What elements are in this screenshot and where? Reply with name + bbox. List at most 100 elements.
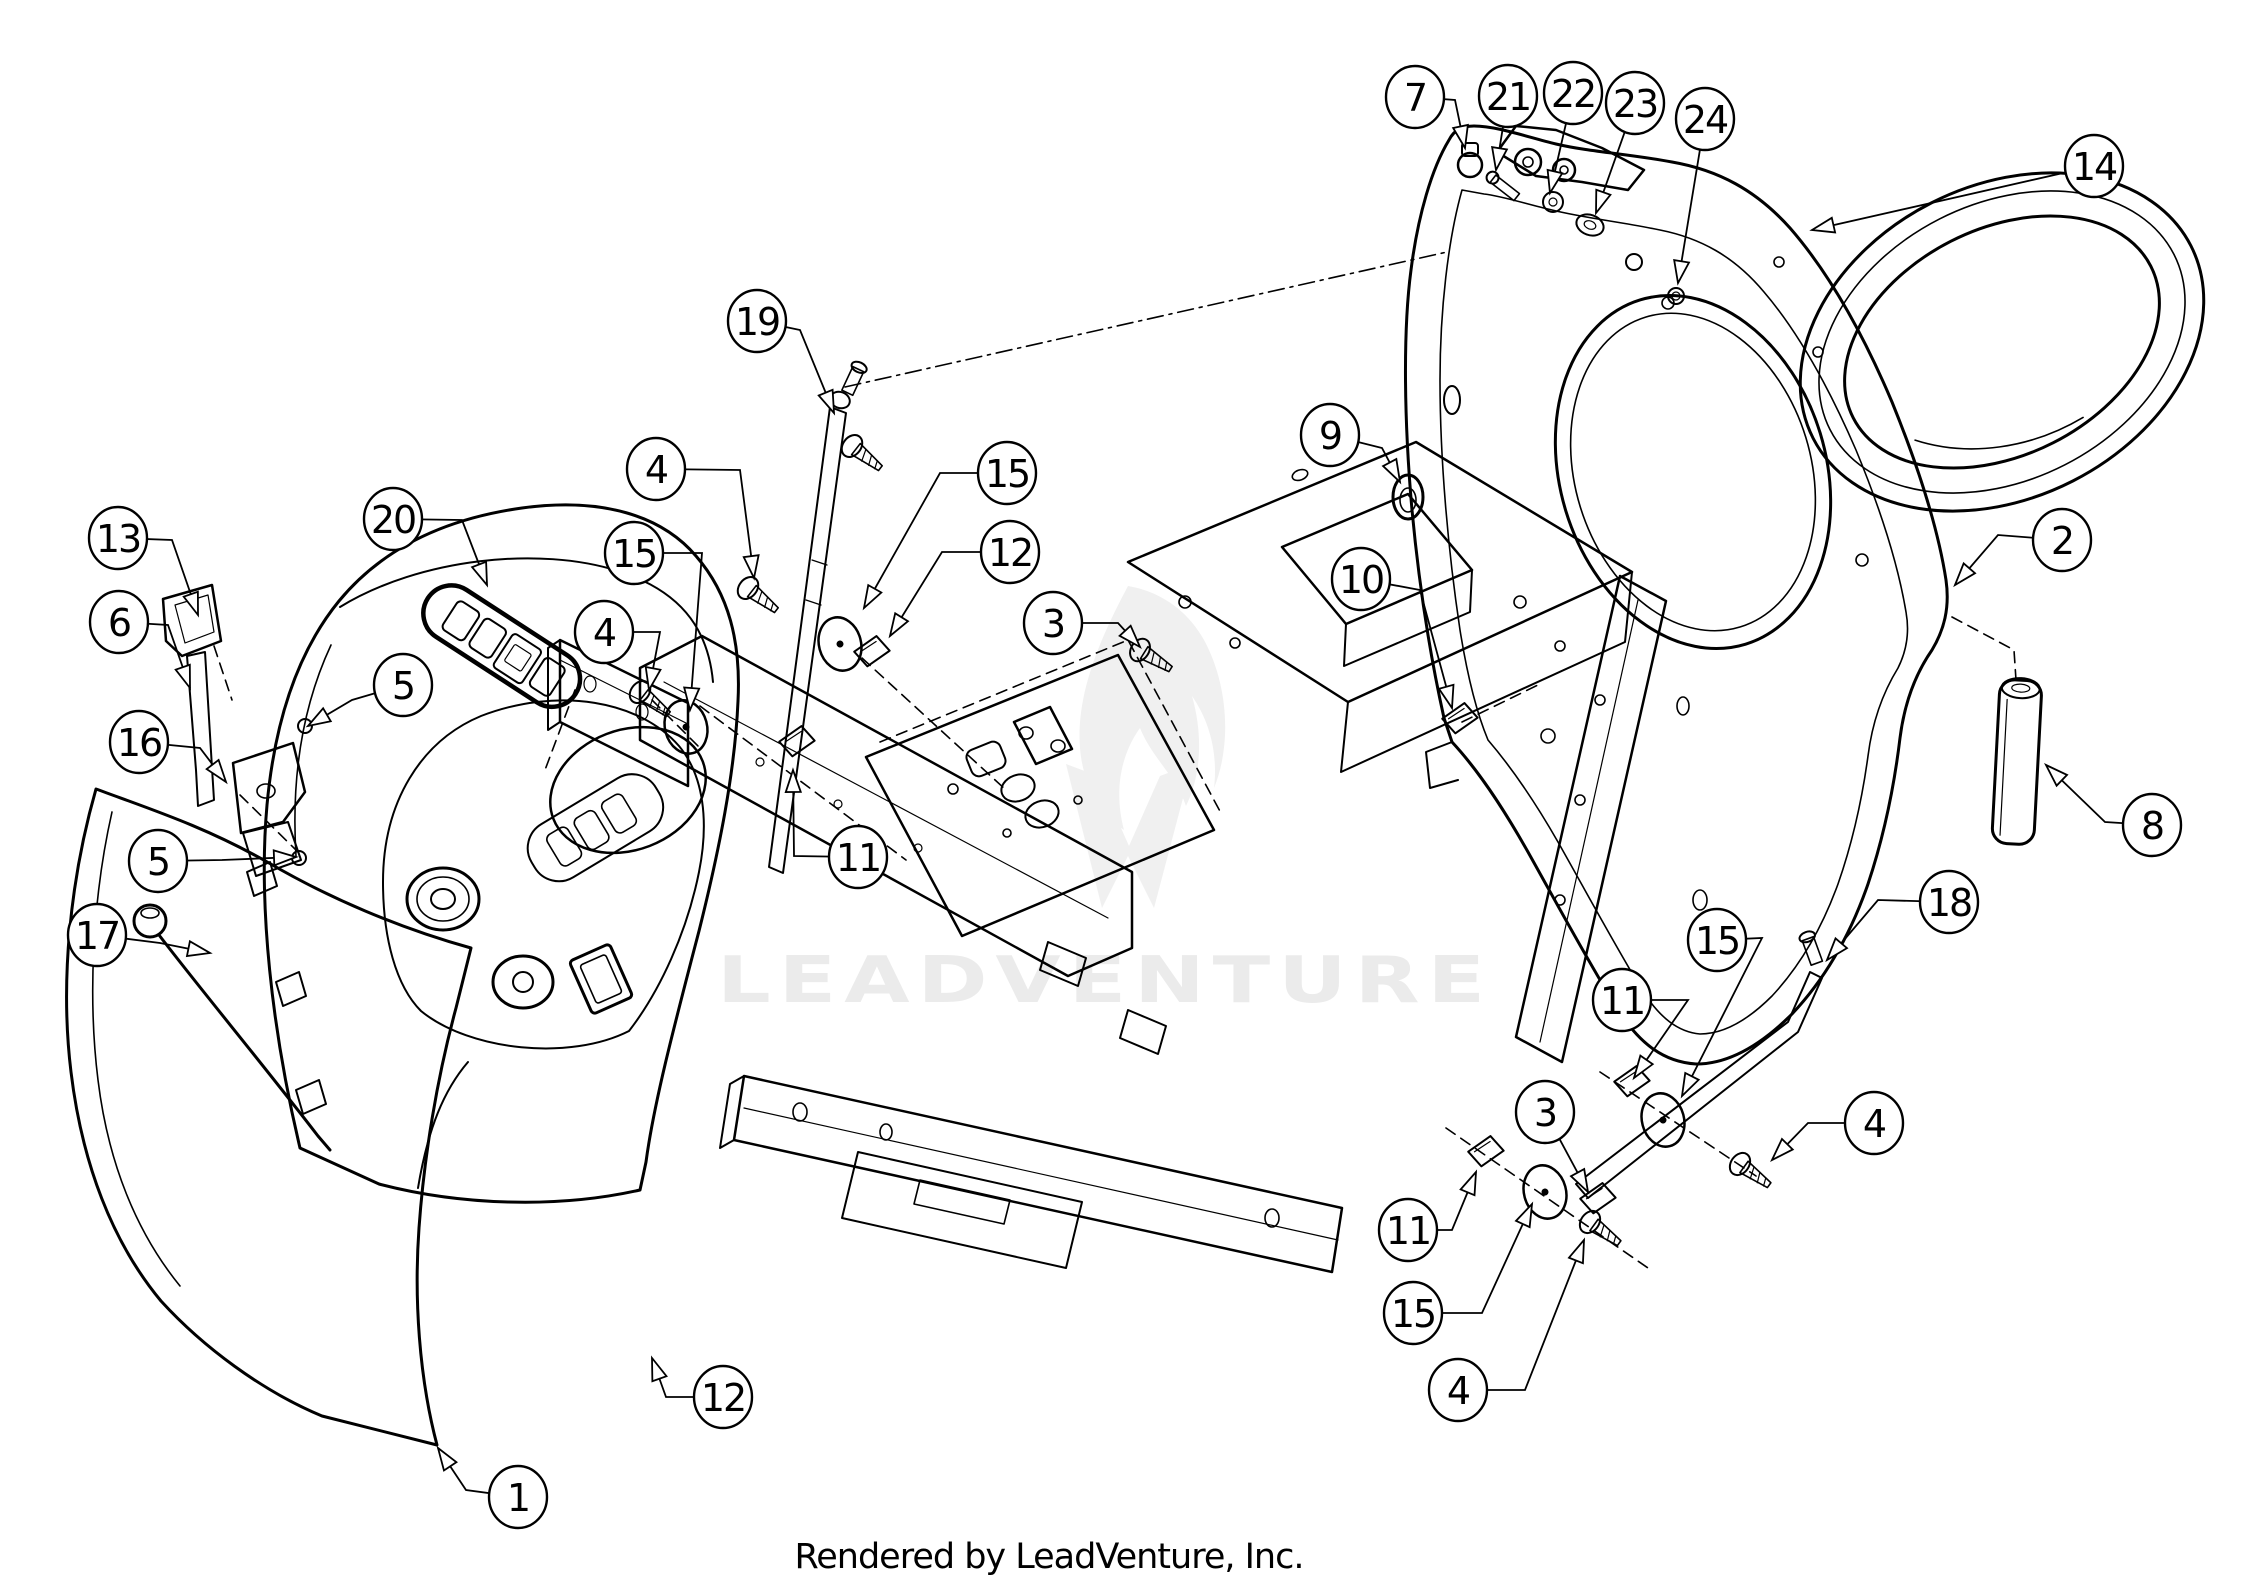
callout-balloon-7-0[interactable]: 7 [1384, 64, 1446, 130]
balloon-circle[interactable] [127, 828, 189, 894]
callout-balloon-11-30[interactable]: 11 [1377, 1197, 1439, 1263]
steering-wheel-artwork [1798, 171, 2206, 513]
balloon-circle[interactable] [625, 436, 687, 502]
callout-balloon-21-1[interactable]: 21 [1477, 63, 1539, 129]
balloon-circle[interactable] [1382, 1280, 1444, 1346]
balloon-circle[interactable] [573, 599, 635, 665]
callout-balloon-10-7[interactable]: 10 [1330, 546, 1392, 612]
leader-arrowhead [1569, 1167, 1590, 1195]
balloon-number: 11 [836, 836, 880, 880]
balloon-circle[interactable] [362, 486, 424, 552]
callout-balloon-17-20[interactable]: 17 [66, 902, 128, 968]
callout-balloon-19-10[interactable]: 19 [726, 288, 788, 354]
balloon-number: 20 [371, 498, 415, 542]
callout-balloon-11-24[interactable]: 11 [827, 824, 889, 890]
balloon-circle[interactable] [487, 1464, 549, 1530]
callout-balloon-23-3[interactable]: 23 [1604, 70, 1666, 136]
balloon-circle[interactable] [1542, 60, 1604, 126]
callout-balloon-15-12[interactable]: 15 [603, 520, 665, 586]
balloon-circle[interactable] [1591, 967, 1653, 1033]
leader-arrowhead [888, 611, 910, 639]
balloon-number: 4 [1447, 1369, 1470, 1413]
callout-balloon-4-11[interactable]: 4 [625, 436, 687, 502]
balloon-circle[interactable] [692, 1364, 754, 1430]
lever-bracket-artwork [132, 583, 332, 1152]
balloon-circle[interactable] [1843, 1090, 1905, 1156]
balloon-circle[interactable] [372, 652, 434, 718]
balloon-circle[interactable] [108, 709, 170, 775]
callout-balloon-9-6[interactable]: 9 [1299, 402, 1361, 468]
callout-balloon-3-28[interactable]: 3 [1514, 1079, 1576, 1145]
balloon-circle[interactable] [66, 902, 128, 968]
callout-balloon-4-29[interactable]: 4 [1843, 1090, 1905, 1156]
leader-arrowhead [1680, 1071, 1701, 1099]
callout-balloon-4-13[interactable]: 4 [573, 599, 635, 665]
balloon-number: 3 [1534, 1091, 1556, 1135]
balloon-circle[interactable] [2121, 792, 2183, 858]
leader-arrowhead [784, 767, 803, 794]
balloon-circle[interactable] [2031, 507, 2093, 573]
callout-balloon-2-8[interactable]: 2 [2031, 507, 2093, 573]
callout-balloon-5-19[interactable]: 5 [127, 828, 189, 894]
balloon-circle[interactable] [1427, 1357, 1489, 1423]
callout-balloon-1-34[interactable]: 1 [487, 1464, 549, 1530]
balloon-circle[interactable] [1686, 907, 1748, 973]
balloon-circle[interactable] [2063, 133, 2125, 199]
balloon-number: 11 [1386, 1209, 1430, 1253]
blower-housing-artwork [1391, 124, 1949, 1066]
balloon-circle[interactable] [1674, 86, 1736, 152]
balloon-number: 22 [1551, 72, 1595, 116]
callout-balloon-3-23[interactable]: 3 [1022, 590, 1084, 656]
leader-arrowhead [742, 554, 760, 581]
vent-strip-artwork [421, 583, 583, 710]
balloon-number: 2 [2051, 519, 2073, 563]
balloon-circle[interactable] [1330, 546, 1392, 612]
leader-arrowhead [1546, 168, 1564, 196]
leader-arrowhead [1567, 1237, 1586, 1265]
callout-balloon-13-15[interactable]: 13 [87, 505, 149, 571]
balloon-circle[interactable] [1604, 70, 1666, 136]
callout-balloon-20-14[interactable]: 20 [362, 486, 424, 552]
callout-balloon-15-26[interactable]: 15 [1686, 907, 1748, 973]
callout-balloon-5-18[interactable]: 5 [372, 652, 434, 718]
callout-balloon-4-32[interactable]: 4 [1427, 1357, 1489, 1423]
callout-balloon-11-27[interactable]: 11 [1591, 967, 1653, 1033]
balloon-circle[interactable] [1022, 590, 1084, 656]
callout-balloon-8-9[interactable]: 8 [2121, 792, 2183, 858]
leader-arrowhead [683, 686, 701, 713]
shift-tube-artwork [768, 360, 889, 874]
callout-balloon-15-31[interactable]: 15 [1382, 1280, 1444, 1346]
balloon-number: 5 [147, 840, 169, 884]
balloon-circle[interactable] [827, 824, 889, 890]
balloon-number: 17 [75, 914, 119, 958]
callout-balloon-24-4[interactable]: 24 [1674, 86, 1736, 152]
callout-balloon-12-33[interactable]: 12 [692, 1364, 754, 1430]
balloon-circle[interactable] [979, 519, 1041, 585]
parts-artwork [65, 124, 2206, 1447]
balloon-number: 8 [2141, 804, 2163, 848]
balloon-circle[interactable] [976, 440, 1038, 506]
balloon-circle[interactable] [87, 505, 149, 571]
balloon-number: 16 [117, 721, 161, 765]
balloon-circle[interactable] [726, 288, 788, 354]
callout-balloon-6-16[interactable]: 6 [88, 589, 150, 655]
balloon-circle[interactable] [1477, 63, 1539, 129]
leader-arrowhead [436, 1445, 458, 1472]
balloon-number: 7 [1404, 76, 1426, 120]
callout-balloon-16-17[interactable]: 16 [108, 709, 170, 775]
balloon-circle[interactable] [1918, 869, 1980, 935]
callout-balloon-15-21[interactable]: 15 [976, 440, 1038, 506]
callout-balloon-18-25[interactable]: 18 [1918, 869, 1980, 935]
balloon-circle[interactable] [1384, 64, 1446, 130]
balloon-circle[interactable] [88, 589, 150, 655]
callout-balloon-14-5[interactable]: 14 [2063, 133, 2125, 199]
balloon-circle[interactable] [1514, 1079, 1576, 1145]
callout-balloon-22-2[interactable]: 22 [1542, 60, 1604, 126]
balloon-circle[interactable] [1377, 1197, 1439, 1263]
balloon-circle[interactable] [1299, 402, 1361, 468]
balloon-number: 15 [1695, 919, 1739, 963]
callout-balloon-12-22[interactable]: 12 [979, 519, 1041, 585]
balloon-circle[interactable] [603, 520, 665, 586]
